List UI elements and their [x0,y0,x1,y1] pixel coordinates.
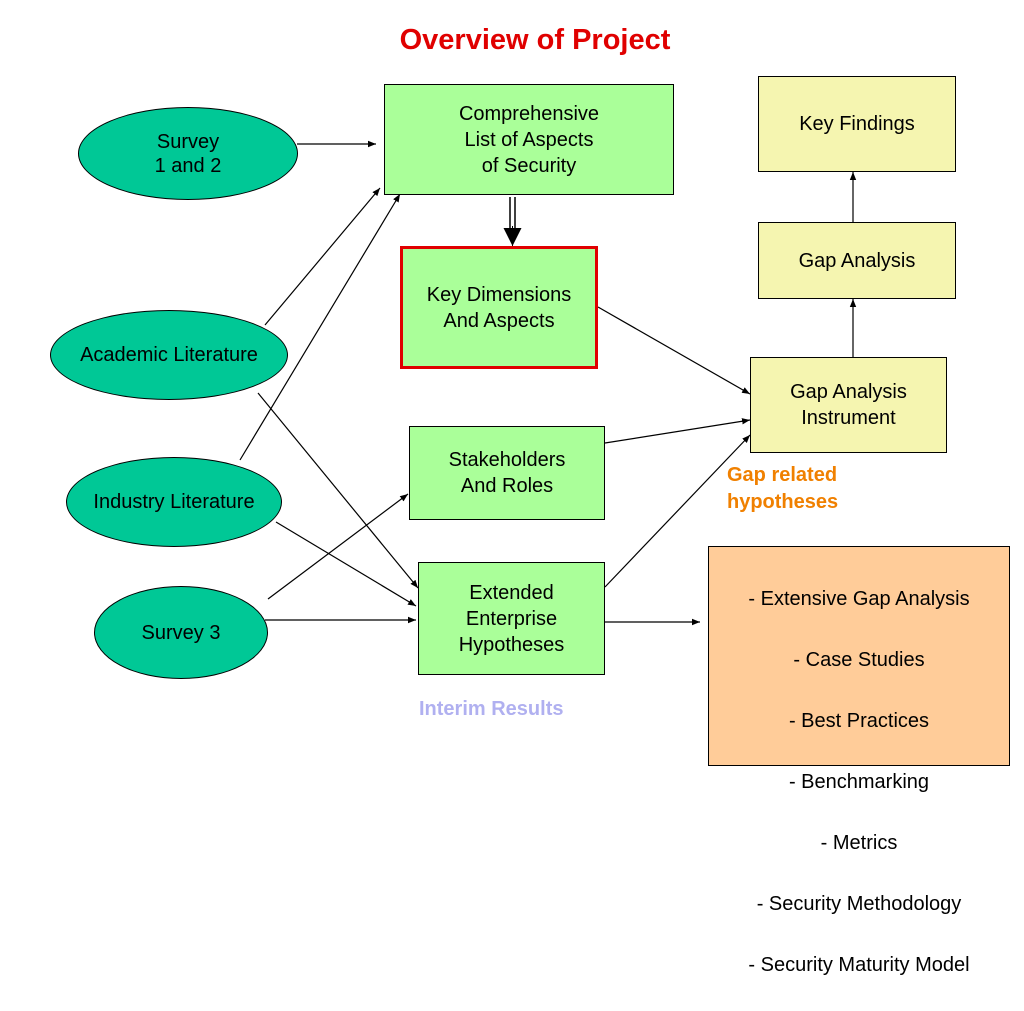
future-work-box: - Extensive Gap Analysis - Case Studies … [708,546,1010,976]
academic-literature-ellipse: Academic Literature [50,310,288,400]
arrow-survey3-to-stakeholders [267,493,409,600]
future-work-item: - Security Methodology [756,892,962,915]
interim-results-label: Interim Results [419,698,564,720]
future-work-item: - Extensive Gap Analysis [748,587,970,610]
arrow-academic-to-extended [257,392,419,589]
future-work-list: - Extensive Gap Analysis - Case Studies … [748,553,969,1011]
future-work-item: - Metrics [820,831,898,854]
gap-analysis-instrument-label: Gap Analysis Instrument [790,381,907,429]
survey-3-label: Survey 3 [141,621,221,644]
extended-enterprise-label: Extended Enterprise Hypotheses [458,581,565,656]
key-findings-box: Key Findings [758,76,956,172]
arrow-industry-to-comprehensive [239,193,401,461]
stakeholders-label: Stakeholders And Roles [448,449,566,497]
future-work-item: - Case Studies [793,648,925,671]
future-work-item: - Best Practices [788,709,930,732]
key-dimensions-box: Key Dimensions And Aspects [400,246,598,369]
diagram-title: Overview of Project [399,24,671,56]
gap-analysis-instrument-box: Gap Analysis Instrument [750,357,947,453]
industry-literature-label: Industry Literature [93,491,255,513]
arrow-extended-to-instrument [604,434,751,588]
arrow-industry-to-extended [275,521,417,607]
gap-related-hypotheses-label: Gap related hypotheses [727,464,839,513]
survey-1-2-label: Survey 1 and 2 [154,130,222,177]
key-findings-label: Key Findings [799,113,915,135]
arrow-academic-to-comprehensive [264,187,381,326]
arrow-keydim-to-instrument [597,306,751,395]
future-work-item: - Security Maturity Model [748,953,970,976]
academic-literature-label: Academic Literature [80,344,258,366]
extended-enterprise-box: Extended Enterprise Hypotheses [418,562,605,675]
future-work-item: - Benchmarking [788,770,930,793]
comprehensive-list-box: Comprehensive List of Aspects of Securit… [384,84,674,195]
comprehensive-list-label: Comprehensive List of Aspects of Securit… [458,102,600,177]
stakeholders-box: Stakeholders And Roles [409,426,605,520]
connector-arrows [239,140,857,626]
key-dimensions-label: Key Dimensions And Aspects [426,283,572,332]
gap-analysis-box: Gap Analysis [758,222,956,299]
gap-analysis-label: Gap Analysis [798,249,916,272]
survey-1-2-ellipse: Survey 1 and 2 [78,107,298,200]
arrow-stakeholders-to-instrument [604,418,751,444]
survey-3-ellipse: Survey 3 [94,586,268,679]
industry-literature-ellipse: Industry Literature [66,457,282,547]
